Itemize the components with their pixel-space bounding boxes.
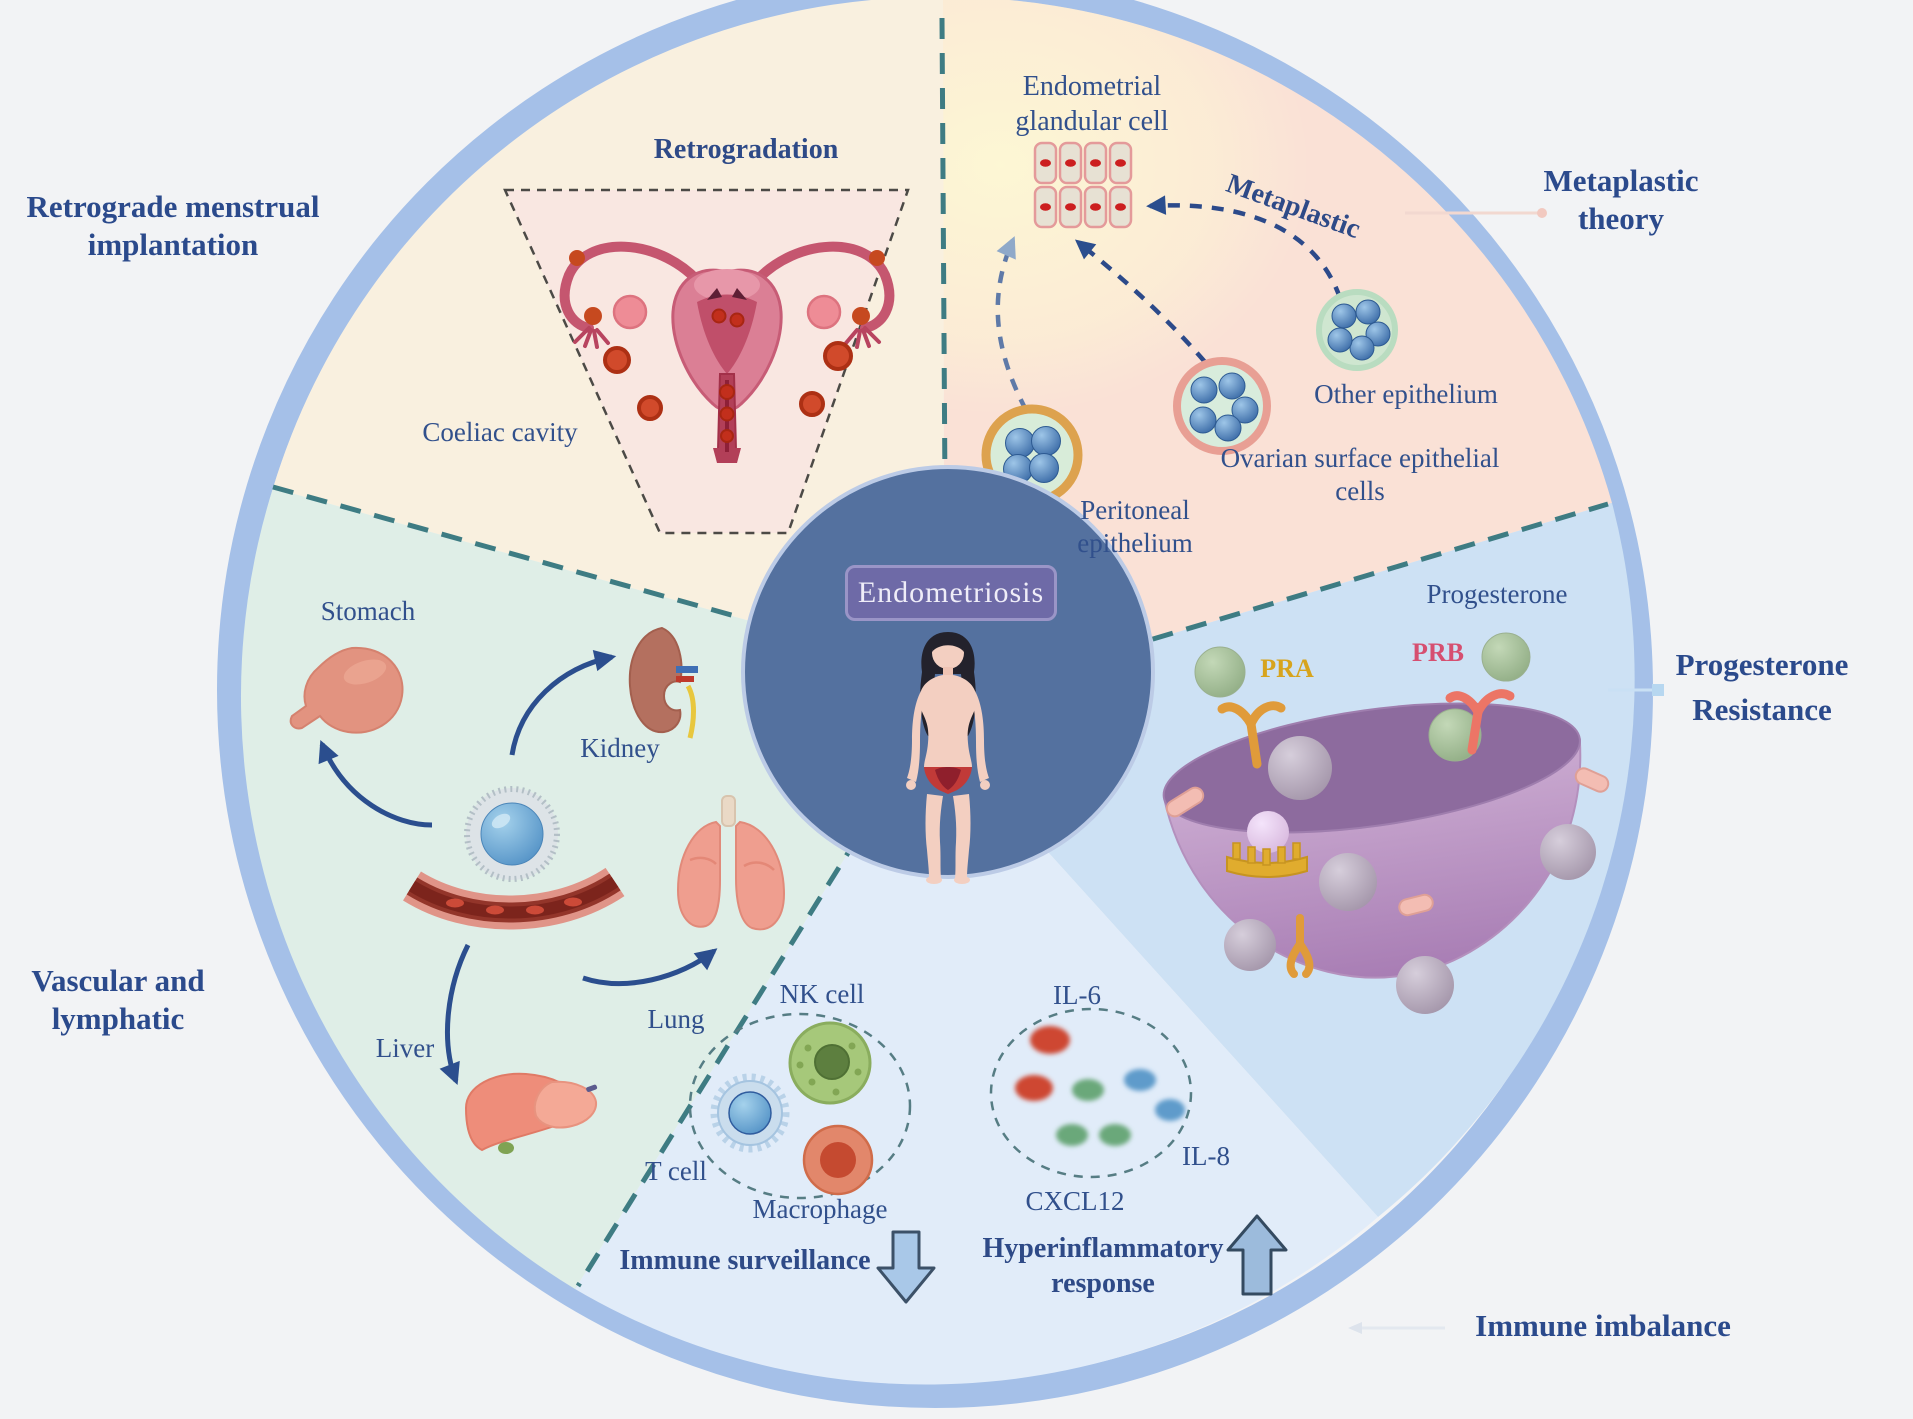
t-cell-label: T cell <box>645 1156 707 1186</box>
stomach-icon <box>289 646 404 734</box>
divider-metaplastic-progesterone <box>1051 501 1609 672</box>
kidney-label: Kidney <box>580 733 660 763</box>
down-arrow-icon <box>876 1230 936 1304</box>
glandular-cell-label: Endometrial glandular cell <box>1015 71 1169 137</box>
circulating-cell-icon <box>464 786 560 882</box>
metaplastic-connector-dot <box>1537 208 1547 218</box>
kidney-icon <box>628 626 698 739</box>
progesterone-molecule-icon <box>1481 632 1531 682</box>
immune-sector-graphics <box>688 1007 1445 1334</box>
cxcl12-dot <box>1072 1079 1104 1101</box>
retrograde-outer-label: Retrograde menstrual implantation <box>26 189 320 263</box>
dissemination-arrows <box>318 649 718 1086</box>
il6-label: IL-6 <box>1053 980 1101 1010</box>
membrane-cylinders <box>1165 767 1610 917</box>
vascular-outer-label: Vascular and lymphatic <box>31 963 205 1037</box>
vascular-sector-graphics <box>289 626 786 1154</box>
arrow-other-to-glandular <box>1146 195 1343 299</box>
sector-immune-wedge <box>575 768 1378 1385</box>
metaplastic-outer-label: Metaplastic theory <box>1543 163 1699 237</box>
yellow-glow <box>943 0 1310 415</box>
female-figure-icon <box>906 632 990 884</box>
retrograde-sector-graphics <box>503 188 910 535</box>
ovarian-surface-epithelium-icon <box>1173 357 1271 455</box>
cxcl12-dot <box>1056 1124 1088 1146</box>
nk-cell-label: NK cell <box>779 979 865 1009</box>
divider-retro-vascular <box>272 484 743 621</box>
progesterone-outer-label: Progesterone Resistance <box>1675 647 1849 727</box>
bowl-contents <box>1165 708 1610 1014</box>
nk-cell-icon <box>788 1021 872 1105</box>
divider-vascular-immune <box>575 806 879 1288</box>
macrophage-icon <box>802 1124 874 1196</box>
ovarian-label: Ovarian surface epithelial cells <box>1220 443 1500 507</box>
stomach-label: Stomach <box>320 596 416 626</box>
pra-label: PRA <box>1260 654 1314 683</box>
cxcl12-label: CXCL12 <box>1025 1186 1125 1216</box>
blood-vessel-icon <box>403 867 625 930</box>
arrow-to-stomach <box>318 739 433 828</box>
progesterone-sector-graphics <box>1162 632 1664 1014</box>
retrogradation-title: Retrogradation <box>653 134 839 165</box>
arrow-ovarian-to-glandular <box>1074 239 1207 364</box>
coeliac-cavity-label: Coeliac cavity <box>422 417 578 447</box>
il8-dot <box>1155 1099 1185 1121</box>
sector-dividers <box>272 17 1609 1288</box>
endometriosis-title: Endometriosis <box>857 576 1045 609</box>
retrograde-cells <box>603 341 853 421</box>
peritoneal-label: Peritoneal epithelium <box>1077 495 1193 559</box>
t-cell-icon <box>710 1073 790 1153</box>
prb-label: PRB <box>1412 638 1464 667</box>
liver-label: Liver <box>375 1033 435 1063</box>
divider-top <box>939 17 948 493</box>
other-epithelium-label: Other epithelium <box>1314 379 1498 409</box>
arrow-to-liver <box>439 943 471 1086</box>
endometriosis-title-box: Endometriosis <box>845 565 1057 621</box>
immune-outer-label: Immune imbalance <box>1475 1308 1731 1343</box>
immune-imbalance-connector-arrow <box>1348 1322 1362 1334</box>
metaplastic-sector-graphics <box>981 141 1547 506</box>
pra-receptor-icon <box>1217 701 1286 769</box>
immune-surveillance-label: Immune surveillance <box>619 1245 871 1276</box>
lung-icon <box>676 795 786 931</box>
progesterone-connector-square <box>1652 684 1664 696</box>
il8-dot <box>1124 1069 1156 1091</box>
arrow-peritoneal-to-glandular <box>995 236 1028 412</box>
cytokine-dots <box>1015 1026 1185 1146</box>
progesterone-hormone-label: Progesterone <box>1426 579 1568 609</box>
immune-cells-circle <box>688 1012 912 1200</box>
up-arrow-icon <box>1226 1214 1288 1296</box>
arrow-to-kidney <box>509 649 617 756</box>
lung-label: Lung <box>647 1004 705 1034</box>
il6-dot <box>1030 1026 1070 1054</box>
receptor-icon-inverted <box>1286 914 1314 978</box>
endometrial-glandular-cells-icon <box>1033 141 1133 229</box>
metaplasia-arrows <box>995 195 1343 412</box>
gold-complex-icon <box>1226 842 1308 878</box>
hyperinflammatory-label: Hyperinflammatory response <box>982 1233 1224 1299</box>
il8-label: IL-8 <box>1182 1141 1230 1171</box>
cxcl12-dot <box>1099 1124 1131 1146</box>
il6-dot <box>1015 1075 1053 1101</box>
other-epithelium-icon <box>1316 289 1398 371</box>
uterus-icon <box>559 241 895 463</box>
arrow-to-lung <box>582 948 718 986</box>
prb-receptor-icon <box>1445 689 1515 755</box>
liver-icon <box>464 1072 598 1154</box>
progesterone-molecule-icon <box>1194 646 1246 698</box>
macrophage-label: Macrophage <box>752 1194 888 1224</box>
cytokines-circle <box>989 1007 1193 1179</box>
